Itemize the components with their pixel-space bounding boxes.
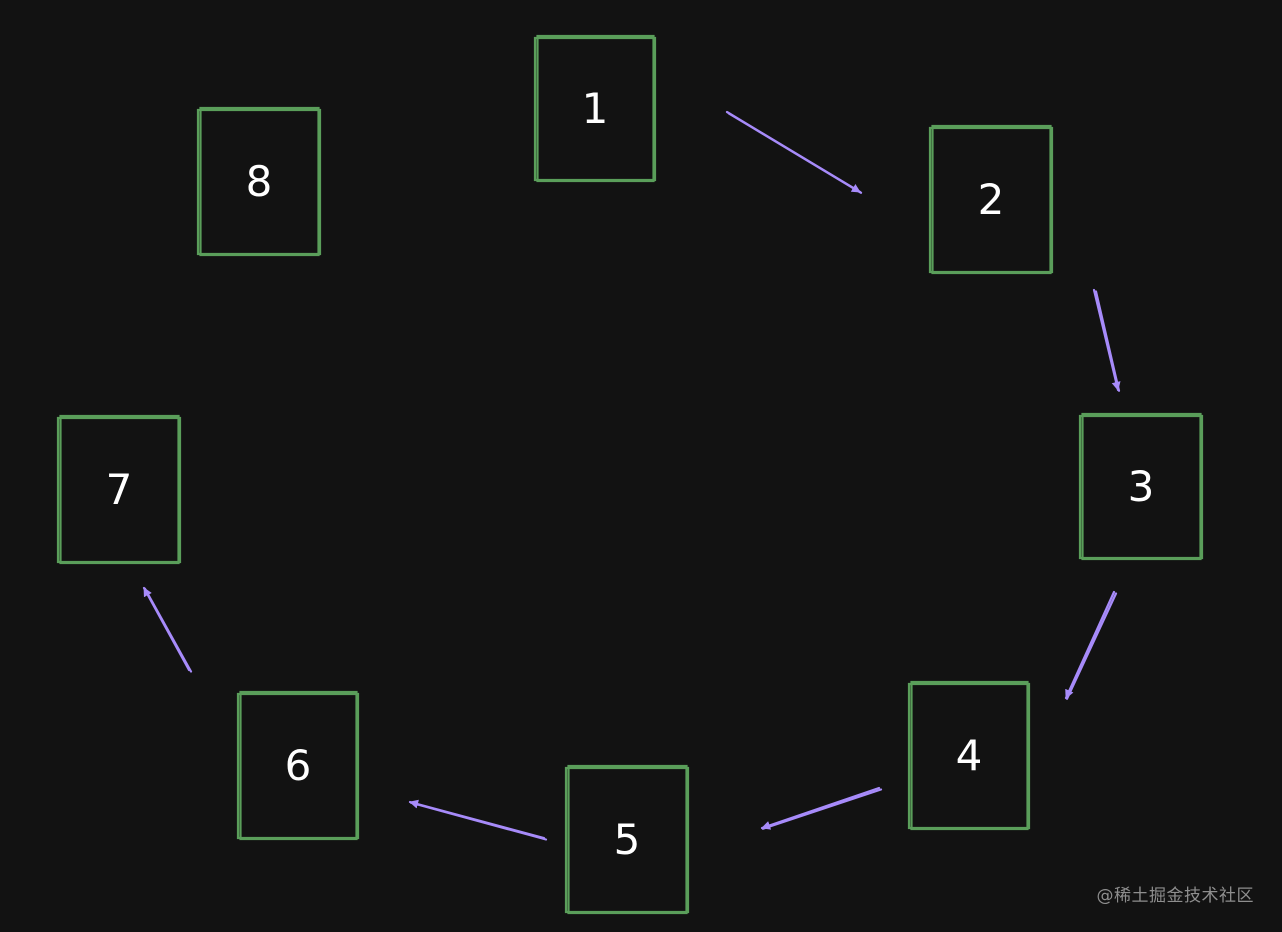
node-1-box: 1 xyxy=(533,34,657,183)
node-1-outline xyxy=(536,34,655,183)
node-1-label: 1 xyxy=(582,84,609,133)
node-8-outline xyxy=(199,106,320,257)
node-5-outline xyxy=(567,764,688,915)
node-6-label: 6 xyxy=(285,741,312,790)
arrow-n3-n4 xyxy=(1064,590,1118,700)
arrow-n6-n7-stroke xyxy=(143,587,193,673)
edges-layer xyxy=(142,110,1121,841)
node-4-outline xyxy=(910,680,1029,831)
node-5-box: 5 xyxy=(564,764,690,915)
arrow-n4-n5-stroke xyxy=(761,788,883,830)
node-3-outline xyxy=(1081,412,1202,561)
node-2-label: 2 xyxy=(978,175,1005,224)
arrow-n1-n2-stroke xyxy=(727,112,863,194)
node-8-label: 8 xyxy=(246,157,273,206)
node-1-outline xyxy=(533,36,657,182)
arrow-n4-n5 xyxy=(760,786,883,830)
node-8-box: 8 xyxy=(196,106,322,257)
nodes-layer: 1 2 3 4 5 6 7 8 xyxy=(56,34,1204,915)
node-3-label: 3 xyxy=(1128,462,1155,511)
arrow-n5-n6 xyxy=(408,799,548,841)
node-4-label: 4 xyxy=(956,731,983,780)
node-8-outline xyxy=(196,108,322,256)
watermark-text: @稀土掘金技术社区 xyxy=(1096,886,1254,906)
node-2-box: 2 xyxy=(928,124,1054,275)
arrow-n6-n7 xyxy=(142,586,193,673)
node-5-label: 5 xyxy=(614,815,641,864)
arrow-n2-n3-stroke xyxy=(1094,290,1121,392)
arrow-n4-n5-stroke xyxy=(760,786,881,830)
node-7-outline xyxy=(56,416,182,564)
arrow-n3-n4-stroke xyxy=(1064,590,1116,700)
node-6-outline xyxy=(239,690,358,841)
arrow-n5-n6-stroke xyxy=(409,801,548,841)
arrow-n2-n3 xyxy=(1092,288,1121,392)
node-3-outline xyxy=(1078,414,1204,560)
node-4-box: 4 xyxy=(907,680,1031,831)
node-4-outline xyxy=(907,682,1031,830)
node-7-box: 7 xyxy=(56,414,182,565)
node-6-box: 6 xyxy=(236,690,360,841)
arrow-n1-n2 xyxy=(725,110,863,194)
node-3-box: 3 xyxy=(1078,412,1204,561)
node-2-outline xyxy=(931,124,1052,275)
node-6-outline xyxy=(236,692,360,840)
node-7-outline xyxy=(59,414,180,565)
arrow-n3-n4-stroke xyxy=(1065,592,1118,700)
node-7-label: 7 xyxy=(106,465,133,514)
